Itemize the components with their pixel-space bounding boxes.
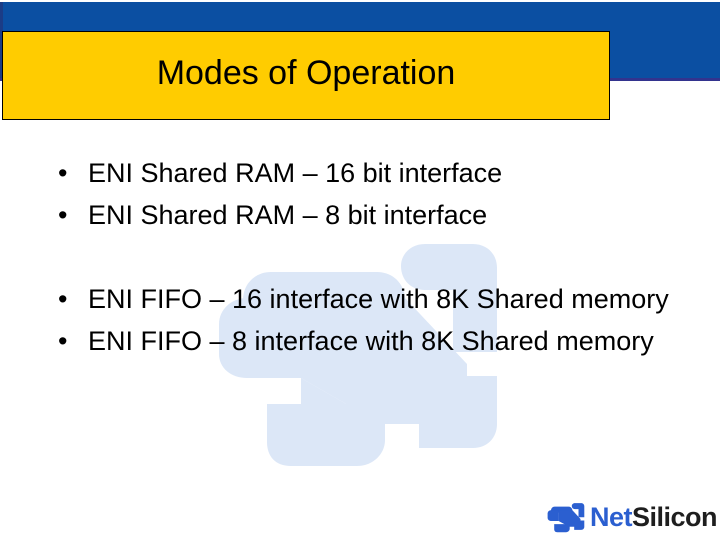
netsilicon-logo: NetSilicon xyxy=(546,497,718,537)
bullet-group-fifo: • ENI FIFO – 16 interface with 8K Shared… xyxy=(44,278,684,362)
title-box: Modes of Operation xyxy=(2,31,610,120)
bullet-marker-icon: • xyxy=(58,326,68,356)
bullet-content: • ENI Shared RAM – 16 bit interface • EN… xyxy=(44,152,684,362)
bullet-marker-icon: • xyxy=(58,158,68,188)
header-left-accent xyxy=(0,2,3,78)
bullet-item: • ENI FIFO – 16 interface with 8K Shared… xyxy=(44,278,684,320)
bullet-marker-icon: • xyxy=(58,200,68,230)
logo-word-silicon: Silicon xyxy=(632,501,718,532)
bullet-text: ENI Shared RAM – 8 bit interface xyxy=(88,200,488,230)
netsilicon-wordmark: NetSilicon xyxy=(590,501,718,532)
bullet-text: ENI Shared RAM – 16 bit interface xyxy=(88,158,503,188)
bullet-item: • ENI Shared RAM – 8 bit interface xyxy=(44,194,684,236)
bullet-text: ENI FIFO – 8 interface with 8K Shared me… xyxy=(88,326,654,356)
page-title: Modes of Operation xyxy=(156,54,456,93)
bullet-marker-icon: • xyxy=(58,284,68,314)
bullet-item: • ENI FIFO – 8 interface with 8K Shared … xyxy=(44,320,684,362)
logo-word-net: Net xyxy=(590,501,633,532)
bullet-text: ENI FIFO – 16 interface with 8K Shared m… xyxy=(88,284,669,314)
bullet-group-shared-ram: • ENI Shared RAM – 16 bit interface • EN… xyxy=(44,152,684,236)
bullet-item: • ENI Shared RAM – 16 bit interface xyxy=(44,152,684,194)
netsilicon-arrow-icon xyxy=(546,501,586,533)
